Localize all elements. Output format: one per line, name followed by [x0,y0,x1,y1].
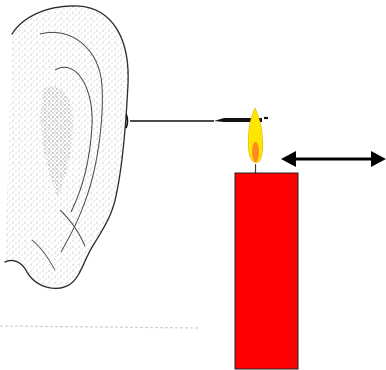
candle [235,173,298,369]
horizontal-double-arrow-icon [281,151,386,167]
ear-base-line [0,326,198,328]
ear [0,6,198,328]
ear-candle-tube [130,118,268,122]
flame [248,108,262,173]
flame-core [252,142,259,162]
